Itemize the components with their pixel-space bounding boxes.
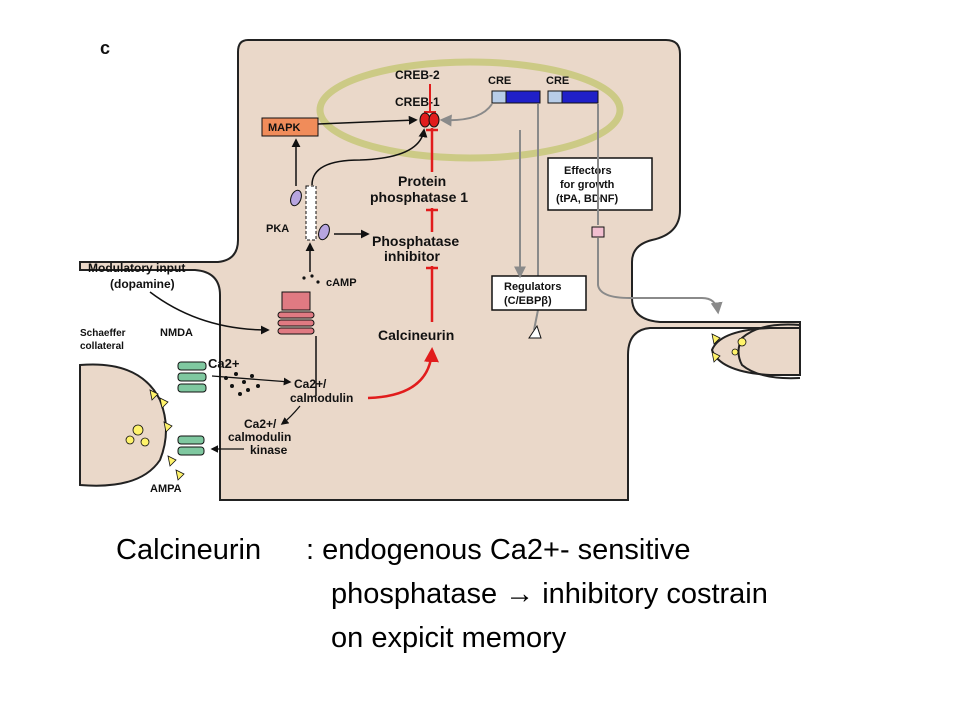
pka-to-creb-arrow <box>311 128 428 186</box>
cacalm-line2: calmodulin <box>290 391 353 405</box>
caption-arrow: → <box>505 578 535 610</box>
regulators-output-triangle <box>528 324 542 339</box>
creb1-label: CREB-1 <box>395 95 440 109</box>
cre1-to-creb-arrow <box>439 103 493 127</box>
nucleus <box>316 58 624 162</box>
regulators-line1: Regulators <box>504 281 561 293</box>
ampa-label: AMPA <box>150 483 182 495</box>
pp1-line1: Protein <box>398 173 446 189</box>
spine-vesicles <box>711 333 747 363</box>
effectors-to-spine-arrow <box>597 238 723 315</box>
camp-molecules <box>302 274 320 284</box>
cacalm-to-calcineurin-arrow <box>367 347 439 400</box>
presynaptic-terminal-left <box>79 363 167 487</box>
caption-line3: on expicit memory <box>331 622 567 654</box>
modulatory-line1: Modulatory input <box>88 261 185 275</box>
cre2-site <box>547 90 563 104</box>
mapk-label: MAPK <box>268 122 300 134</box>
nmda-label: NMDA <box>160 327 193 339</box>
panel-letter: c <box>100 38 110 58</box>
cre2-gene <box>561 90 599 104</box>
cacalm-line1: Ca2+/ <box>294 377 327 391</box>
ampa-channel <box>177 435 205 456</box>
presynaptic-terminal-right <box>737 323 801 380</box>
calcineurin-label: Calcineurin <box>378 327 454 343</box>
ca2-influx-arrow <box>211 375 292 386</box>
caption-line2-a: phosphatase <box>331 578 498 610</box>
effectors-line2: for growth <box>560 179 615 191</box>
pka-regulatory <box>305 185 317 241</box>
dendritic-spine-right <box>710 327 801 376</box>
cre2-label: CRE <box>546 75 569 87</box>
effectors-box <box>547 157 653 211</box>
regulators-line2: (C/EBPβ) <box>504 295 552 307</box>
camk-line1: Ca2+/ <box>244 417 277 431</box>
schaffer-line1: Schaeffer <box>80 328 126 339</box>
cre1-gene <box>505 90 541 104</box>
effector-protein <box>591 226 605 238</box>
camk-line3: kinase <box>250 443 288 457</box>
ca2-label: Ca2+ <box>208 356 240 371</box>
caption-line2: phosphatase → inhibitory costrain <box>331 580 768 609</box>
g-protein-stack <box>277 311 315 335</box>
caption-term: Calcineurin <box>116 534 262 566</box>
creb1-dimer-b <box>428 112 440 128</box>
postsynaptic-cell <box>79 39 801 501</box>
schaffer-line2: collateral <box>80 341 124 352</box>
caption-line1: : endogenous Ca2+- sensitive <box>306 534 691 566</box>
effectors-line3: (tPA, BDNF) <box>556 193 618 205</box>
effectors-line1: Effectors <box>564 165 612 177</box>
pp1-line2: phosphatase 1 <box>370 189 468 205</box>
cre1-site <box>491 90 507 104</box>
pka-label: PKA <box>266 223 289 235</box>
phosinh-line1: Phosphatase <box>372 233 459 249</box>
signaling-pathway-diagram: c CREB-2 CREB-1 CRE CRE MAPK Effectors f… <box>79 38 801 501</box>
pka-catalytic-1 <box>290 189 302 207</box>
camk-line2: calmodulin <box>228 430 291 444</box>
cacalm-to-camk-arrow <box>280 405 301 425</box>
mapk-box <box>261 117 319 137</box>
dopamine-arrow <box>149 291 270 335</box>
phosinh-line2: inhibitor <box>384 248 441 264</box>
camp-label: cAMP <box>326 277 357 289</box>
modulatory-line2: (dopamine) <box>110 277 175 291</box>
cre1-label: CRE <box>488 75 511 87</box>
caption-line2-b: inhibitory costrain <box>542 578 768 610</box>
regulators-box <box>491 275 587 311</box>
dopamine-receptor <box>281 291 311 311</box>
nmda-channel <box>177 361 207 393</box>
creb2-label: CREB-2 <box>395 68 440 82</box>
mapk-to-creb-arrow <box>317 115 418 125</box>
pka-catalytic-2 <box>318 223 330 241</box>
glutamate-vesicles <box>125 389 185 481</box>
